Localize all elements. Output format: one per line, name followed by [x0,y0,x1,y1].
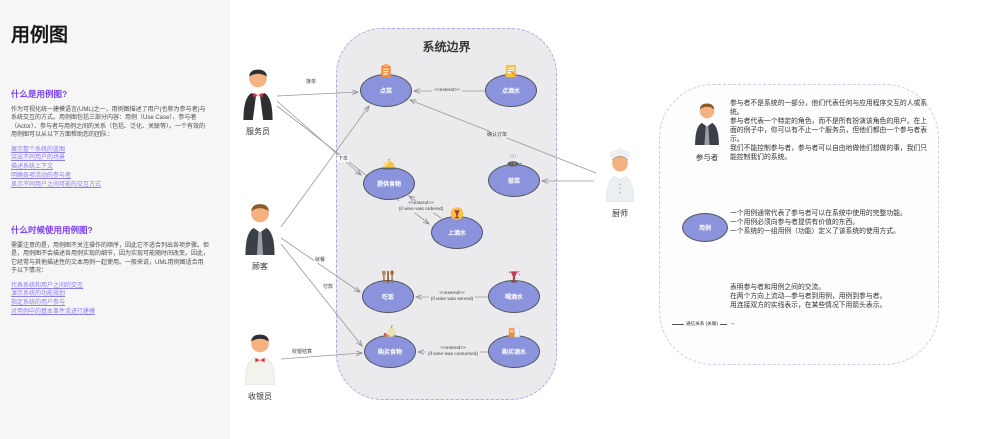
waiter-icon [243,69,273,121]
edge-label-queren: 确认订单 [486,131,509,138]
legend-usecase-l3: 一个系统的一组用例（功能）定义了该系统的使用方式。 [730,228,900,235]
usecase-label: 吃饭 [381,295,394,301]
link-what-3[interactable]: 描述系统上下文 [11,164,54,171]
extend-condition: (if wine was consumed) [427,352,479,357]
usecase-label: 购买食物 [377,350,402,356]
legend-assoc-l2: 在两个方向上流动—参与者到用例，用例到参与者。 [730,293,887,300]
legend-usecase-text: 一个用例通常代表了参与者可以在系统中使用的完整功能。 一个用例必须向参与者提供有… [730,209,932,236]
association-symbol: 通信关系 (关联) → [672,320,764,327]
extend-label-paydrinks: <<extend>> (if wine was consumed) [425,345,481,359]
link-when-2[interactable]: 演示系统的功能规划 [11,291,66,298]
extend-text: <<extend>> [434,87,460,93]
legend-usecase-label: 用例 [698,226,711,232]
edge-label-jiedan: 接单 [305,78,318,85]
page-title: 用例图 [11,25,69,46]
arrow-icon: → [728,320,736,327]
cloche-icon [381,156,398,173]
usecase-label: 提供食物 [376,182,401,188]
usecase-eat: 吃饭 [362,270,414,313]
link-what-2[interactable]: 突出不同用户的场景 [11,155,66,162]
pan-icon [506,153,523,170]
when-heading: 什么时候使用用例图? [11,225,93,235]
legend-assoc-l1: 表明参与者和用例之间的交流。 [730,284,826,291]
extend-label-drinkwine: <<extend>> (if wine was served) [428,290,476,304]
actor-label: 厨师 [612,209,628,218]
extend-condition: (if wine was served) [430,297,474,302]
legend-usecase-l2: 一个用例必须向参与者提供有价值的东西。 [730,219,860,226]
link-what-5[interactable]: 显示不同用户之间可能的交互方式 [11,181,102,188]
cashier-icon [245,334,275,386]
usecase-pay-food: 购买食物 [364,325,416,368]
usecase-serve-food: 提供食物 [363,158,415,200]
food-icon [382,324,399,341]
actor-waiter: 服务员 [230,66,286,137]
usecase-cook: 做菜 [488,153,540,197]
edge-label-fukuan: 付款 [322,283,335,290]
section-what: 什么是用例图? 作为可视化统一建模语言(UML)之一，用例图描述了用户(也称为参… [11,88,211,190]
legend-actor-text: 参与者不是系统的一部分，他们代表任何与应用程序交互的人或系统。 参与者代表一个特… [730,99,932,162]
customer-icon [245,204,275,255]
legend-actor-p1: 参与者不是系统的一部分，他们代表任何与应用程序交互的人或系统。 [730,100,928,116]
link-when-3[interactable]: 指定系统的用户参与 [11,300,66,307]
what-body: 作为可视化统一建模语言(UML)之一，用例图描述了用户(也称为参与者)与系统交互… [11,107,206,139]
edge-label-xiadan: 下单 [337,155,350,162]
link-when-1[interactable]: 代表系统和用户之间的交互 [11,282,84,289]
wine-glass-icon [506,269,523,286]
actor-cashier: 收银员 [232,331,288,402]
legend-assoc-text: 表明参与者和用例之间的交流。 在两个方向上流动—参与者到用例，用例到参与者。 用… [730,283,932,310]
usecase-label: 点酒水 [501,89,520,95]
extend-condition: (if wine was ordered) [398,207,444,212]
legend-assoc-l3: 用连接双方的实线表示，在某些情况下用箭头表示。 [730,302,887,309]
usecase-label: 购买酒水 [501,350,526,356]
link-when-4[interactable]: 对用例中的基本事件流进行建模 [11,309,96,316]
usecase-order-food: 点菜 [360,63,412,107]
section-when: 什么时候使用用例图? 需要注意的是，用例图不关注操作的顺序，因此它不适合列出各项… [11,224,211,317]
usecase-label: 上酒水 [447,231,466,237]
legend-usecase-shape: 用例 [682,213,728,242]
when-body: 需要注意的是，用例图不关注操作的顺序，因此它不适合列出各项步骤。但是，用例图不会… [11,243,210,275]
when-links: 代表系统和用户之间的交互 演示系统的功能规划 指定系统的用户参与 对用例中的基本… [11,282,211,317]
usecase-pay-drinks: 购买酒水 [488,327,540,368]
drinks-icon [506,324,523,341]
cutlery-icon [380,269,397,286]
clipboard-icon [378,63,395,80]
memo-icon [503,63,520,80]
legend-actor-p2: 参与者代表一个特定的角色，而不是所有扮演该角色的用户。在上面的例子中，你可以有不… [730,118,928,143]
extend-text: <<extend>> [440,345,466,351]
link-what-4[interactable]: 明确各项活动的参与者 [11,173,72,180]
wine-pour-icon [449,205,466,222]
actor-chef: 厨师 [592,148,648,219]
extend-label-orderdrinks: <<extend>> [432,87,462,95]
usecase-label: 喝酒水 [504,295,523,301]
system-boundary-title: 系统边界 [422,40,471,54]
extend-label-servewine: <<extend>> (if wine was ordered) [396,200,446,214]
legend-actor-label: 参与者 [695,153,719,162]
usecase-label: 点菜 [379,89,392,95]
link-what-1[interactable]: 展示整个系统的蓝图 [11,146,66,153]
association-line [672,323,684,325]
legend-actor-p3: 我们不能控制参与者，参与者可以自由地做他们想做的事，我们只能控制我们的系统。 [730,145,928,161]
edge-label-jiucan: 就餐 [314,256,327,263]
actor-label: 顾客 [252,262,268,271]
usecase-serve-wine: 上酒水 [431,207,483,249]
usecase-order-drinks: 点酒水 [485,64,537,107]
usecase-label: 做菜 [507,179,520,185]
edge-label-jiesuan: 收银结算 [291,348,314,355]
legend-panel: 参与者 参与者不是系统的一部分，他们代表任何与应用程序交互的人或系统。 参与者代… [659,84,939,365]
actor-icon [695,103,719,145]
chef-icon [606,148,634,203]
extend-text: <<extend>> [439,290,465,296]
actor-customer: 顾客 [232,201,288,272]
actor-label: 服务员 [246,127,270,136]
actor-label: 收银员 [248,392,272,401]
legend-actor: 参与者 [684,101,730,163]
what-heading: 什么是用例图? [11,89,68,99]
what-links: 展示整个系统的蓝图 突出不同用户的场景 描述系统上下文 明确各项活动的参与者 显… [11,146,211,190]
usecase-drink-wine: 喝酒水 [488,271,540,313]
association-label: 通信关系 (关联) [686,321,718,326]
legend-usecase-l1: 一个用例通常代表了参与者可以在系统中使用的完整功能。 [730,210,907,217]
sidebar: 用例图 什么是用例图? 作为可视化统一建模语言(UML)之一，用例图描述了用户(… [0,0,230,439]
association-line [719,323,727,325]
